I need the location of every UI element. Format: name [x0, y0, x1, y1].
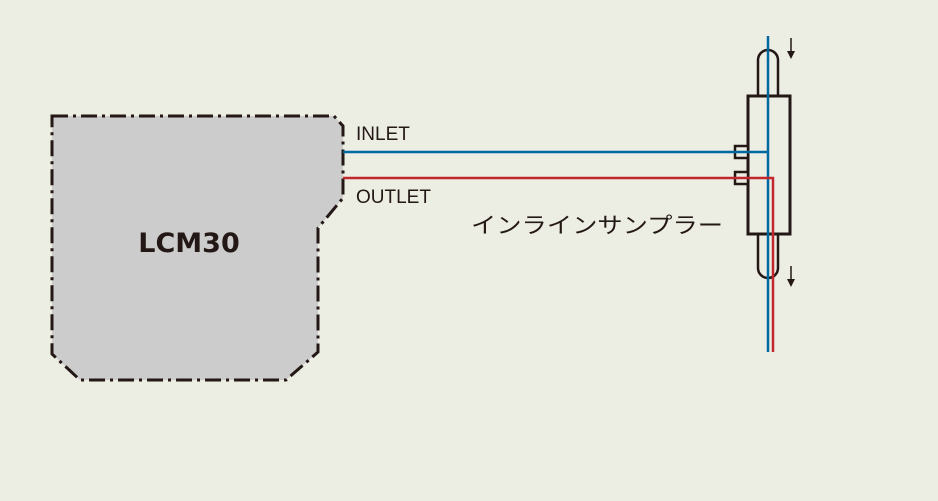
outlet-line — [343, 176, 775, 352]
flow-arrow-top-icon — [787, 38, 795, 59]
sampler-label: インラインサンプラー — [471, 214, 723, 239]
lcm30-device-body — [50, 114, 345, 382]
lcm30-device-name: LCM30 — [138, 228, 239, 259]
lcm30-device: LCM30 — [50, 114, 345, 382]
outlet-label: OUTLET — [356, 187, 431, 208]
inlet-label: INLET — [356, 124, 410, 145]
flow-arrow-bottom-icon — [787, 266, 795, 287]
